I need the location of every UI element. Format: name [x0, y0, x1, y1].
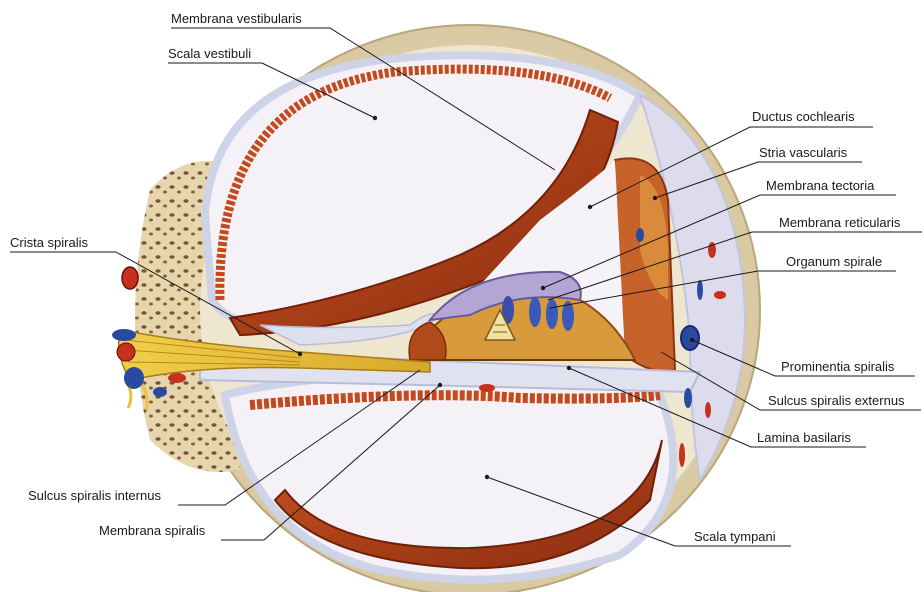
label-ductus-cochlearis: Ductus cochlearis: [752, 109, 855, 125]
label-membrana-reticularis: Membrana reticularis: [779, 215, 900, 231]
label-membrana-vestibularis: Membrana vestibularis: [171, 11, 302, 27]
label-stria-vascularis: Stria vascularis: [759, 145, 847, 161]
label-crista-spiralis: Crista spiralis: [10, 235, 88, 251]
label-membrana-tectoria: Membrana tectoria: [766, 178, 874, 194]
label-scala-tympani: Scala tympani: [694, 529, 776, 545]
label-lamina-basilaris: Lamina basilaris: [757, 430, 851, 446]
label-membrana-spiralis: Membrana spiralis: [99, 523, 205, 539]
label-sulcus-spiralis-externus: Sulcus spiralis externus: [768, 393, 905, 409]
label-prominentia-spiralis: Prominentia spiralis: [781, 359, 894, 375]
label-sulcus-spiralis-internus: Sulcus spiralis internus: [28, 488, 161, 504]
scala-tympani-chamber: [225, 371, 673, 579]
label-organum-spirale: Organum spirale: [786, 254, 882, 270]
label-scala-vestibuli: Scala vestibuli: [168, 46, 251, 62]
